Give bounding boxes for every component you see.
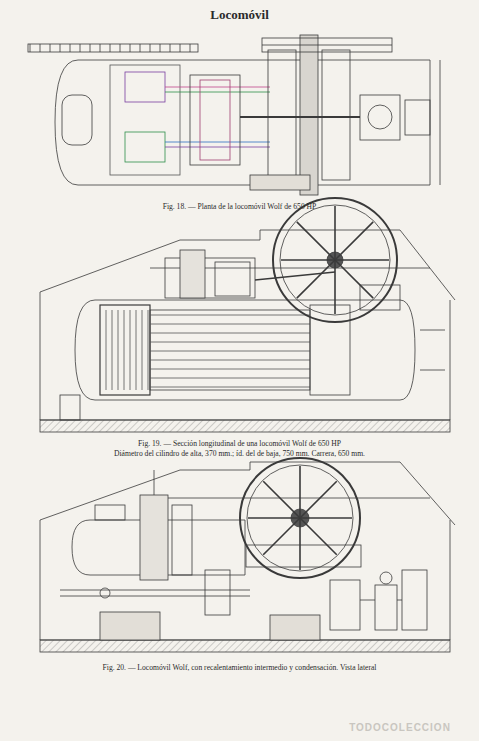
figure-caption: Fig. 18. — Planta de la locomóvil Wolf d… (163, 203, 317, 211)
figure-caption: Fig. 19. — Sección longitudinal de una l… (138, 440, 341, 448)
side-view (40, 458, 455, 652)
longitudinal-section (40, 198, 455, 432)
figure-caption: Fig. 20. — Locomóvil Wolf, con recalenta… (103, 664, 377, 672)
watermark: TODOCOLECCION (330, 722, 470, 733)
figure-dimensions: Diámetro del cilindro de alta, 370 mm.; … (114, 450, 365, 458)
plan-view (28, 35, 440, 195)
page-title: Locomóvil (0, 8, 479, 22)
